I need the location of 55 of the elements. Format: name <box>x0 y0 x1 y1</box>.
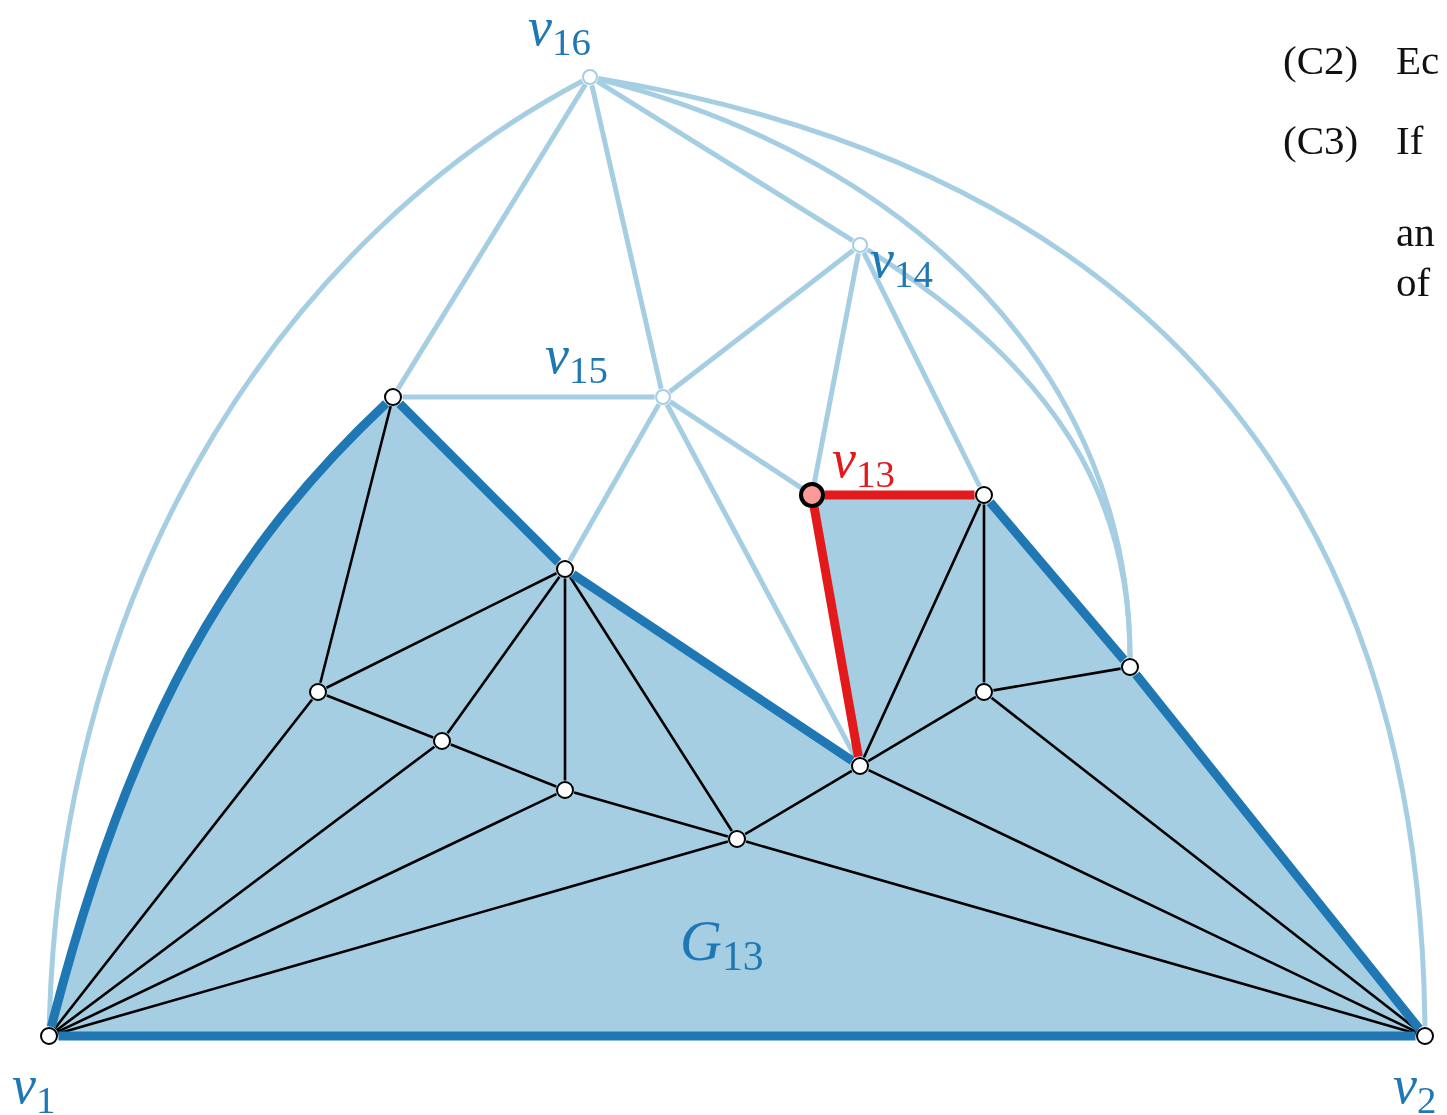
graph-edge <box>862 503 982 758</box>
graph-edge <box>811 252 861 484</box>
condition-text: Ec <box>1396 40 1440 81</box>
condition-text: If <box>1396 120 1424 161</box>
condition-number: (C2) <box>1283 40 1359 81</box>
graph-edge <box>867 695 977 763</box>
graph-edge <box>326 694 434 739</box>
graph-edge <box>664 403 858 759</box>
graph-edge <box>744 769 853 836</box>
graph-edge <box>563 578 567 781</box>
graph-edge <box>982 504 986 683</box>
graph-edge <box>47 400 390 1028</box>
graph-edge <box>597 75 1428 1027</box>
condition-text: of <box>1396 262 1431 303</box>
graph-edge <box>570 570 855 765</box>
graph-edge <box>569 576 733 832</box>
graph-edge <box>809 506 863 758</box>
graph-edge <box>58 1031 1416 1041</box>
vertex-label: v$_{1}$ <box>12 1058 56 1115</box>
graph-edge <box>395 82 588 391</box>
graph-edge <box>986 499 1128 663</box>
vertex-label: v$_{14}$ <box>870 232 933 294</box>
graph-edge <box>824 490 975 500</box>
graph-edge <box>868 768 1417 1034</box>
graph-edge <box>325 572 558 689</box>
graph-edge <box>57 792 557 1034</box>
vertex-dot <box>581 68 599 86</box>
graph-edge <box>319 405 392 684</box>
vertex-label: v$_{2}$ <box>1393 1058 1437 1115</box>
highlighted-vertex-dot <box>799 482 825 508</box>
graph-edge <box>595 79 855 243</box>
graph-edge <box>450 743 557 788</box>
graph-edge <box>446 575 561 735</box>
condition-number: (C3) <box>1283 120 1359 161</box>
graph-edge <box>567 403 661 562</box>
graph-edge <box>53 698 314 1030</box>
graph-edge <box>402 394 655 400</box>
vertex-dot <box>39 1026 59 1046</box>
graph-edge <box>865 247 1133 658</box>
graph-edge <box>993 667 1121 692</box>
graph-edge <box>573 791 729 838</box>
condition-text: an <box>1396 212 1435 253</box>
graph-edge <box>861 251 982 488</box>
graph-edge <box>1132 671 1423 1032</box>
graph-edge <box>668 399 803 491</box>
vertex-label: v$_{15}$ <box>545 328 608 390</box>
vertex-label: v$_{13}$ <box>832 432 895 494</box>
vertex-label: v$_{16}$ <box>528 0 591 62</box>
graph-edge <box>589 84 664 390</box>
graph-label: G$_{13}$ <box>680 912 764 979</box>
graph-edge <box>668 248 855 394</box>
graph-edge <box>46 78 584 1027</box>
graph-edge <box>396 400 562 566</box>
graph-edge <box>57 840 729 1035</box>
graph-edge <box>55 745 436 1032</box>
